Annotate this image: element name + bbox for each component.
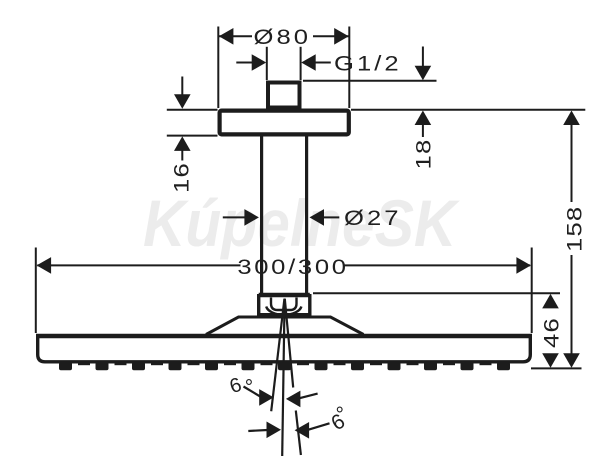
svg-text:°: ° bbox=[336, 403, 344, 426]
svg-text:KúpelneSK: KúpelneSK bbox=[143, 187, 460, 261]
svg-text:46: 46 bbox=[540, 317, 563, 348]
svg-text:G1/2: G1/2 bbox=[334, 52, 402, 75]
svg-text:16: 16 bbox=[170, 162, 193, 193]
svg-text:Ø27: Ø27 bbox=[344, 206, 402, 229]
svg-text:°: ° bbox=[245, 376, 253, 399]
svg-text:300/300: 300/300 bbox=[237, 255, 348, 278]
svg-text:Ø80: Ø80 bbox=[254, 25, 312, 48]
svg-text:18: 18 bbox=[411, 139, 434, 170]
svg-text:158: 158 bbox=[563, 206, 586, 252]
